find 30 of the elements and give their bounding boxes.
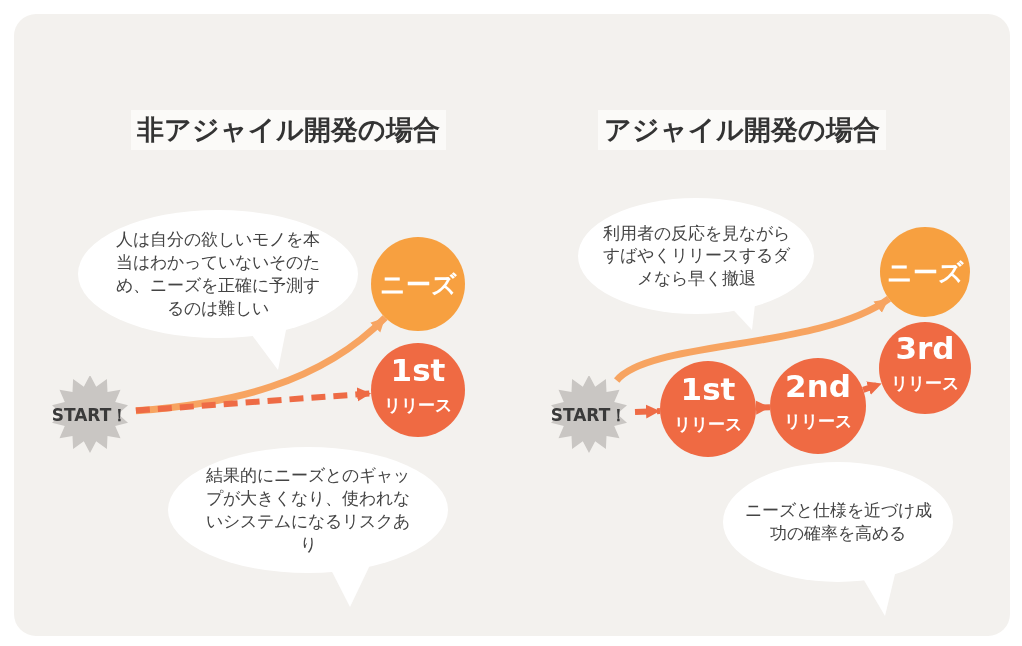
arrow: [755, 400, 771, 415]
bubble-text: 人は自分の欲しいモノを本当はわかっていないそのため、ニーズを正確に予測するのは難しい: [115, 228, 321, 320]
circle-node: [660, 361, 756, 457]
node-label: ニーズ: [885, 257, 965, 289]
bubble-text: ニーズと仕様を近づけ成功の確率を高める: [743, 499, 933, 545]
circle-node: [371, 237, 465, 331]
release-number: 3rd: [894, 330, 956, 366]
arrow: [614, 295, 891, 384]
start-label: START！: [549, 404, 629, 427]
release-number: 1st: [679, 371, 737, 407]
node-label: リリース: [783, 410, 853, 433]
arrow: [862, 380, 883, 395]
arrow: [135, 315, 388, 415]
bubble-text: 利用者の反応を見ながらすばやくリリースするダメなら早く撤退: [601, 221, 791, 291]
release-number: 1st: [389, 352, 447, 388]
arrow: [634, 404, 661, 419]
panel-heading: アジャイル開発の場合: [598, 110, 886, 150]
circle-node: [770, 358, 866, 454]
arrow: [135, 387, 372, 414]
start-label: START！: [50, 404, 130, 427]
node-label: リリース: [890, 372, 960, 395]
panel-heading: 非アジャイル開発の場合: [130, 110, 446, 150]
circle-node: [880, 227, 970, 317]
node-label: リリース: [383, 394, 453, 417]
release-number: 2nd: [784, 368, 852, 404]
circle-node: [371, 343, 465, 437]
node-label: ニーズ: [378, 269, 458, 301]
circle-node: [879, 322, 971, 414]
bubble-text: 結果的にニーズとのギャップが大きくなり、使われないシステムになるリスクあり: [205, 464, 411, 556]
node-label: リリース: [673, 413, 743, 436]
